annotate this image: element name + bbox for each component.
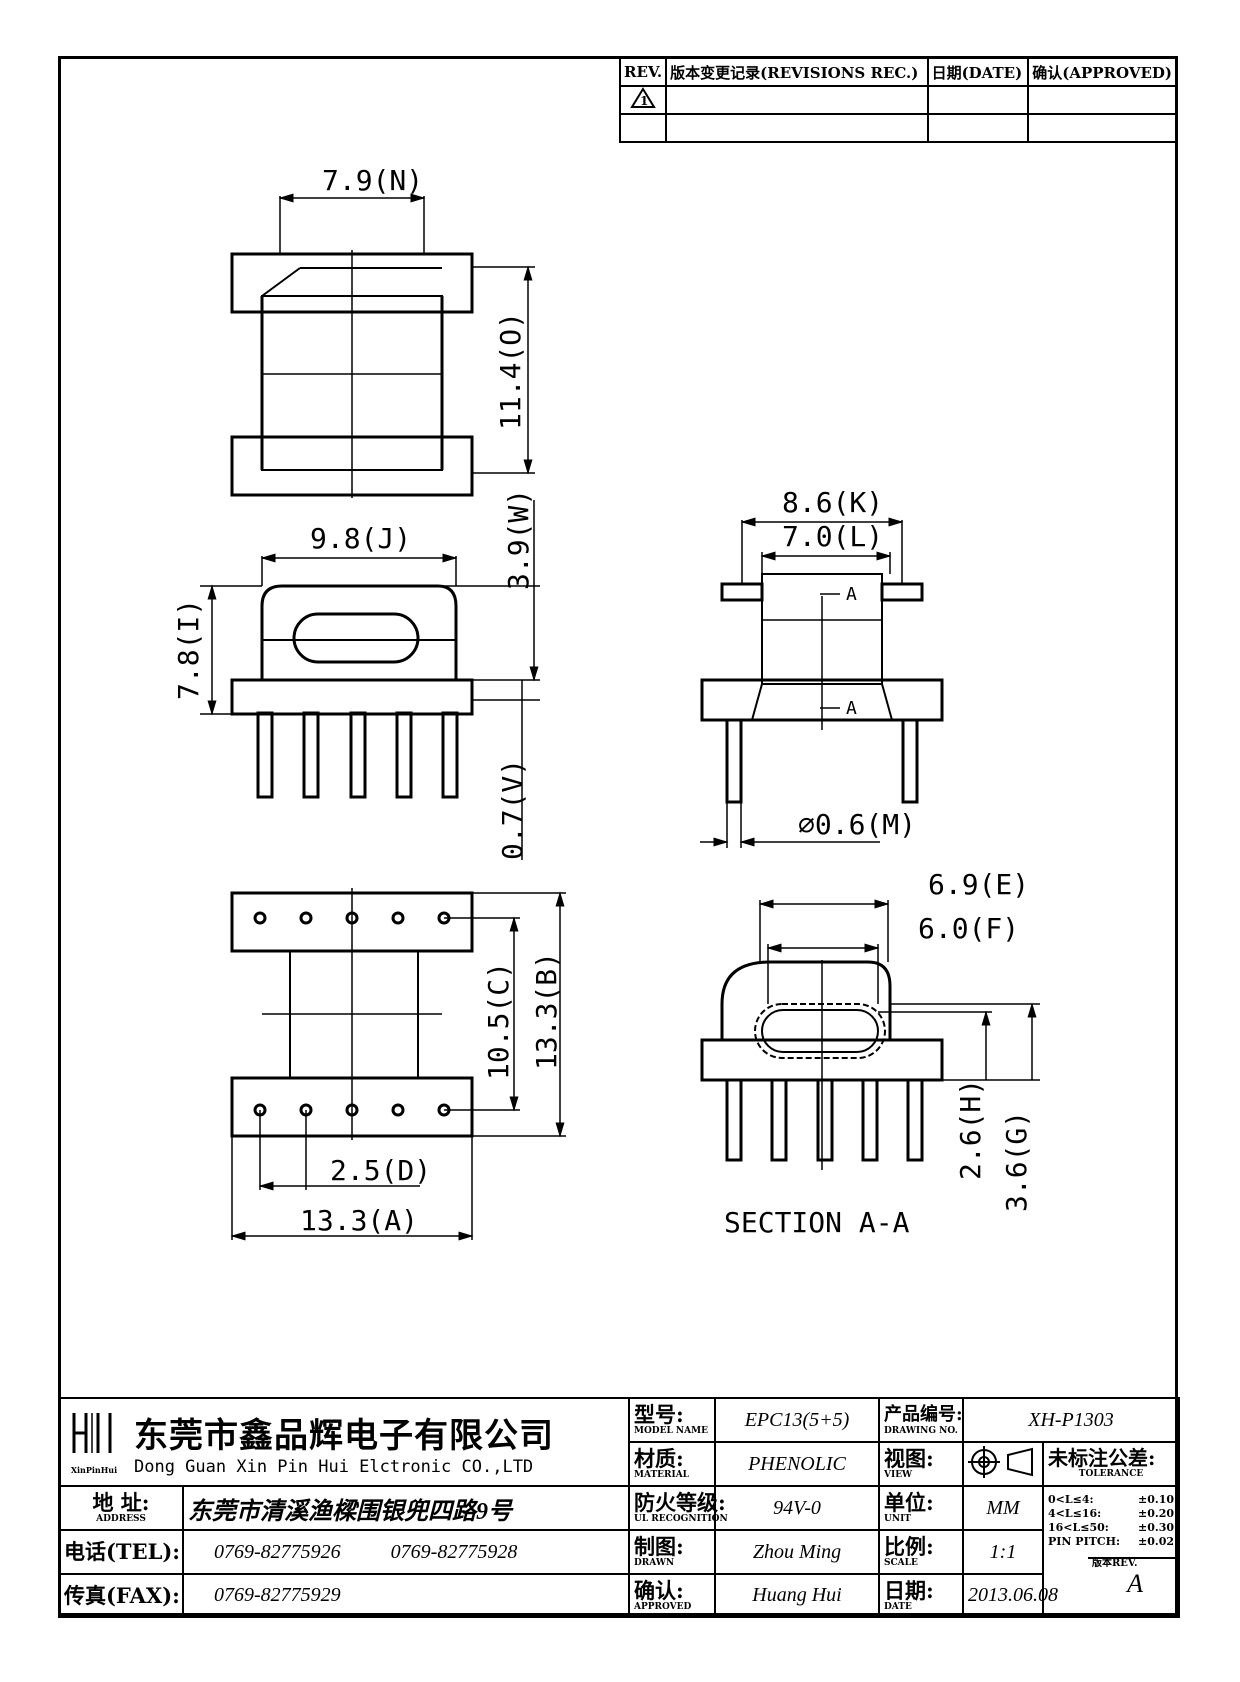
revision-table: REV. 版本变更记录(REVISIONS REC.) 日期(DATE) 确认(… [618,57,1177,143]
address-label: 地 址: [92,1490,150,1515]
bottom-view [230,888,566,1241]
tolerance-row: 4<L≤16:±0.20 [1048,1507,1175,1520]
scale-sub: SCALE [884,1558,918,1568]
dim-v: 0.7(V) [496,759,529,860]
drawing-no-sub: DRAWING NO. [884,1426,958,1436]
side-view [700,517,944,848]
projection-symbol-icon [968,1446,1033,1478]
drawn-label: 制图: [634,1534,684,1559]
rev-header: REV. [618,57,668,87]
unit-sub: UNIT [884,1514,911,1524]
rev-value: A [1127,1569,1143,1598]
dim-a: 13.3(A) [300,1204,418,1237]
tolerance-label: 未标注公差: [1048,1446,1156,1470]
logo-icon [72,1413,112,1453]
material-sub: MATERIAL [634,1470,690,1480]
tolerance-sub: TOLERANCE [1078,1469,1144,1479]
approved-label: 确认: [634,1577,684,1603]
company-name-en: Dong Guan Xin Pin Hui Elctronic CO.,LTD [134,1456,534,1477]
dim-h: 2.6(H) [954,1079,987,1180]
date-sub: DATE [884,1601,912,1612]
material-label: 材质: [634,1446,684,1471]
flame-sub: UL RECOGNITION [634,1514,728,1524]
revision-record-header: 版本变更记录(REVISIONS REC.) [665,57,929,87]
dim-b: 13.3(B) [530,952,563,1070]
section-marker-bottom: A [846,698,857,719]
model-sub: MODEL NAME [634,1426,708,1436]
title-block: XinPinHui 东莞市鑫品辉电子有限公司 Dong Guan Xin Pin… [58,1397,1181,1618]
dim-g: 3.6(G) [1000,1111,1033,1212]
revision-date-header: 日期(DATE) [926,57,1030,87]
address-sub: ADDRESS [96,1514,146,1524]
approved-sub: APPROVED [634,1601,692,1612]
tolerance-row: PIN PITCH:±0.02 [1048,1535,1175,1548]
revision-mark: 1 [640,94,648,108]
dim-l: 7.0(L) [782,520,883,553]
section-a-a [700,899,1040,1170]
company-name-cn: 东莞市鑫品辉电子有限公司 [134,1415,554,1456]
front-view [200,500,540,860]
model-label: 型号: [634,1402,684,1427]
model-value: EPC13(5+5) [714,1397,880,1443]
dim-d: 2.5(D) [330,1154,431,1187]
drawing-no-label: 产品编号: [884,1404,963,1425]
section-label: SECTION A-A [724,1206,910,1239]
rev-label: 版本REV. [1092,1558,1138,1569]
tel-label: 电话(TEL): [64,1539,181,1564]
flame-value: 94V-0 [714,1485,880,1531]
fax-value: 0769-82775929 [182,1573,630,1618]
unit-label: 单位: [884,1490,934,1515]
tel-1: 0769-82775926 [214,1540,341,1563]
flame-label: 防火等级: [634,1490,726,1515]
dim-m: ⌀0.6(M) [798,808,916,841]
fax-label: 传真(FAX): [64,1582,180,1608]
dim-f: 6.0(F) [918,912,1019,945]
dim-e: 6.9(E) [928,868,1029,901]
dim-n: 7.9(N) [322,164,423,197]
section-marker-top: A [846,584,857,605]
tel-2: 0769-82775928 [390,1540,518,1563]
approved-value: Huang Hui [714,1573,880,1618]
revision-approved-header: 确认(APPROVED) [1027,57,1177,87]
unit-value: MM [962,1485,1044,1531]
drawing-no-value: XH-P1303 [961,1397,1181,1443]
tolerance-row: 16<L≤50:±0.30 [1048,1521,1175,1534]
address-value: 东莞市清溪渔樑围银兜四路9号 [182,1485,630,1531]
date-value: 2013.06.08 [962,1573,1058,1618]
view-sub: VIEW [884,1470,913,1480]
material-value: PHENOLIC [714,1441,880,1487]
date-label: 日期: [884,1577,934,1603]
dim-i: 7.8(I) [172,599,205,700]
top-view [230,193,535,498]
scale-label: 比例: [884,1534,934,1559]
dim-w: 3.9(W) [502,489,535,590]
drawn-sub: DRAWN [634,1558,675,1568]
logo-text: XinPinHui [70,1465,118,1475]
dim-j: 9.8(J) [310,522,411,555]
scale-value: 1:1 [962,1529,1044,1575]
dim-o: 11.4(O) [494,312,527,430]
company-logo: XinPinHui [64,1409,124,1475]
drawn-value: Zhou Ming [714,1529,880,1575]
view-label: 视图: [884,1446,934,1471]
tolerance-row: 0<L≤4:±0.10 [1048,1493,1175,1506]
dim-k: 8.6(K) [782,486,883,519]
dim-c: 10.5(C) [482,962,515,1080]
revision-triangle-icon: 1 [630,87,656,108]
